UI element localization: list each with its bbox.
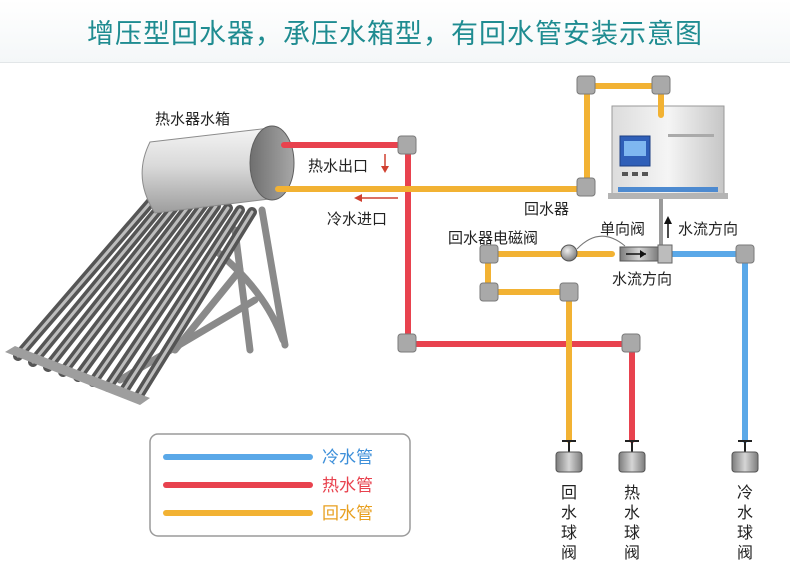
solenoid-wire [576,235,626,250]
check-valve-label: 单向阀 [600,220,645,238]
legend-hot-label: 热水管 [322,476,373,496]
cold-ball-valve-icon [731,440,759,473]
valve-label-glyph: 球 [561,523,577,542]
return-ball-valve-icon [555,440,583,473]
cold-inlet-arrow-icon [354,194,398,202]
valve-label-glyph: 球 [624,523,640,542]
hot-water-outlet-label: 热水出口 [308,157,368,175]
valve-label-glyph: 水 [624,503,640,522]
valve-label-glyph: 球 [737,523,753,542]
legend-return-label: 回水管 [322,504,373,524]
return-water-device [608,105,728,199]
hot-outlet-arrow-icon [381,154,389,173]
valve-label-glyph: 阀 [737,543,753,562]
cold-water-inlet-label: 冷水进口 [327,210,387,228]
collector-frame [5,346,150,405]
water-tank-body [141,127,279,214]
legend-cold-label: 冷水管 [322,448,373,468]
valve-label-glyph: 水 [737,503,753,522]
valve-label-glyph: 阀 [624,543,640,562]
valve-label-glyph: 回 [561,483,577,502]
water-tank-label: 热水器水箱 [155,110,230,128]
page-title: 增压型回水器，承压水箱型，有回水管安装示意图 [87,19,703,50]
valve-label-glyph: 水 [561,503,577,522]
pipe-elbows [397,75,755,353]
title-bar: 增压型回水器，承压水箱型，有回水管安装示意图 [0,0,790,63]
valve-label-glyph: 冷 [737,483,753,502]
return-water-pipes [275,83,664,443]
return-device-label: 回水器 [524,200,569,218]
cold-water-pipes [669,251,748,443]
collector-tubes [13,191,257,402]
legend: 冷水管 热水管 回水管 [149,433,411,537]
hot-ball-valve-icon [618,440,646,473]
valve-label-glyph: 阀 [561,543,577,562]
flow-direction-up-arrow-icon [664,216,672,238]
check-valve [619,244,673,264]
flow-direction-label-lower: 水流方向 [612,270,672,288]
solar-water-heater [5,125,295,405]
flow-direction-label-upper: 水流方向 [678,220,738,238]
valve-label-glyph: 热 [624,483,640,502]
solenoid-valve-label: 回水器电磁阀 [448,229,538,247]
solenoid-valve [560,244,578,262]
